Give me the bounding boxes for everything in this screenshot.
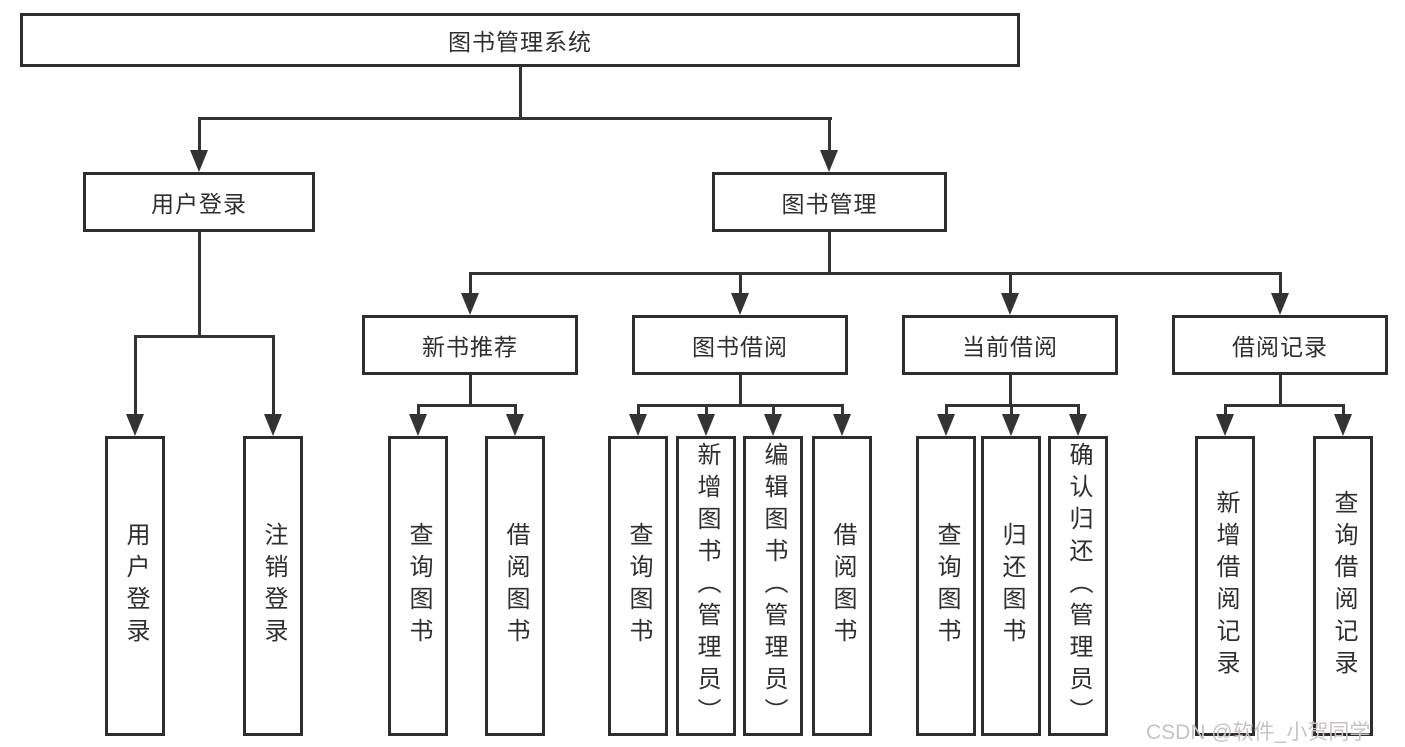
leaf-query-books-recommend-label: 查询图书 (405, 522, 432, 650)
connector-arrow-shaft-new-book-rec (469, 272, 472, 294)
connector-user-login-stub (198, 232, 201, 338)
leaf-user-login: 用户登录 (105, 436, 165, 736)
connector-arrow-shaft-query2 (637, 404, 640, 415)
arrowhead-book-mgmt (820, 150, 838, 172)
leaf-user-login-label: 用户登录 (122, 522, 149, 650)
connector-root-stub (519, 67, 522, 118)
arrowhead-current-borrow (1001, 293, 1019, 315)
connector-arrow-shaft-query-record (1342, 404, 1345, 415)
leaf-add-book-admin-label: 新增图书（管理员） (693, 442, 720, 730)
node-book-management-label: 图书管理 (781, 191, 878, 217)
connector-arrow-shaft-add-book (705, 404, 708, 415)
leaf-confirm-return-admin-label: 确认归还（管理员） (1065, 442, 1092, 730)
connector-arrow-shaft-leaf-logout (272, 335, 275, 415)
connector-arrow-shaft-user-login (198, 117, 201, 151)
node-borrow-records-label: 借阅记录 (1232, 334, 1328, 360)
leaf-borrow-books-recommend-label: 借阅图书 (502, 522, 529, 650)
connector-arrow-shaft-book-mgmt (828, 117, 831, 151)
csdn-watermark: CSDN @软件_小贺同学 (1146, 721, 1371, 744)
leaf-confirm-return-admin: 确认归还（管理员） (1048, 436, 1108, 736)
arrowhead-leaf-logout (264, 414, 282, 436)
connector-arrow-shaft-add-record (1224, 404, 1227, 415)
node-root-label: 图书管理系统 (448, 29, 592, 55)
arrowhead-user-login (190, 150, 208, 172)
connector-new-book-rec-stub (469, 375, 472, 407)
connector-book-mgmt-branch (469, 272, 1282, 275)
leaf-borrow-books-borrow-label: 借阅图书 (829, 522, 856, 650)
leaf-query-books-recommend: 查询图书 (388, 436, 448, 736)
leaf-query-books-borrow-label: 查询图书 (625, 522, 652, 650)
arrowhead-return-book (1002, 414, 1020, 436)
leaf-borrow-books-borrow: 借阅图书 (812, 436, 872, 736)
leaf-return-book-label: 归还图书 (998, 522, 1025, 650)
leaf-return-book: 归还图书 (981, 436, 1041, 736)
arrowhead-add-book (697, 414, 715, 436)
leaf-query-borrow-record-label: 查询借阅记录 (1330, 490, 1357, 682)
leaf-logout: 注销登录 (243, 436, 303, 736)
node-current-borrow-label: 当前借阅 (962, 334, 1058, 360)
leaf-edit-book-admin: 编辑图书（管理员） (743, 436, 803, 736)
arrowhead-borrow-records (1271, 293, 1289, 315)
leaf-add-borrow-record: 新增借阅记录 (1195, 436, 1255, 736)
node-book-borrow: 图书借阅 (632, 315, 848, 375)
node-book-management: 图书管理 (712, 172, 947, 232)
leaf-edit-book-admin-label: 编辑图书（管理员） (760, 442, 787, 730)
arrowhead-borrow2 (833, 414, 851, 436)
leaf-add-book-admin: 新增图书（管理员） (676, 436, 736, 736)
arrowhead-edit-book (764, 414, 782, 436)
connector-book-borrow-stub (739, 375, 742, 407)
arrowhead-query3 (937, 414, 955, 436)
leaf-query-books-current-label: 查询图书 (933, 522, 960, 650)
connector-root-branch (198, 117, 832, 120)
connector-book-borrow-branch (637, 404, 844, 407)
arrowhead-query-record (1334, 414, 1352, 436)
connector-arrow-shaft-confirm-return (1077, 404, 1080, 415)
connector-arrow-shaft-borrow1 (514, 404, 517, 415)
leaf-logout-label: 注销登录 (260, 522, 287, 650)
node-user-login-label: 用户登录 (151, 191, 247, 217)
leaf-add-borrow-record-label: 新增借阅记录 (1212, 490, 1239, 682)
connector-arrow-shaft-return-book (1010, 404, 1013, 415)
connector-arrow-shaft-edit-book (772, 404, 775, 415)
arrowhead-borrow1 (506, 414, 524, 436)
leaf-borrow-books-recommend: 借阅图书 (485, 436, 545, 736)
arrowhead-leaf-user-login (126, 414, 144, 436)
node-new-book-recommend-label: 新书推荐 (422, 334, 518, 360)
arrowhead-confirm-return (1069, 414, 1087, 436)
node-borrow-records: 借阅记录 (1172, 315, 1388, 375)
arrowhead-book-borrow (731, 293, 749, 315)
connector-current-borrow-stub (1009, 375, 1012, 407)
arrowhead-query2 (629, 414, 647, 436)
connector-book-mgmt-stub (828, 232, 831, 275)
connector-arrow-shaft-current-borrow (1009, 272, 1012, 294)
leaf-query-borrow-record: 查询借阅记录 (1313, 436, 1373, 736)
leaf-query-books-borrow: 查询图书 (608, 436, 668, 736)
connector-arrow-shaft-leaf-user-login (134, 335, 137, 415)
connector-arrow-shaft-borrow-records (1279, 272, 1282, 294)
connector-borrow-records-branch (1224, 404, 1345, 407)
node-user-login: 用户登录 (83, 172, 315, 232)
arrowhead-query1 (409, 414, 427, 436)
node-current-borrow: 当前借阅 (902, 315, 1118, 375)
connector-user-login-branch (134, 335, 275, 338)
arrowhead-new-book-rec (461, 293, 479, 315)
connector-borrow-records-stub (1279, 375, 1282, 407)
connector-arrow-shaft-book-borrow (739, 272, 742, 294)
node-new-book-recommend: 新书推荐 (362, 315, 578, 375)
connector-arrow-shaft-query1 (417, 404, 420, 415)
connector-arrow-shaft-borrow2 (841, 404, 844, 415)
connector-new-book-rec-branch (417, 404, 517, 407)
connector-arrow-shaft-query3 (945, 404, 948, 415)
arrowhead-add-record (1216, 414, 1234, 436)
node-root: 图书管理系统 (20, 13, 1020, 67)
node-book-borrow-label: 图书借阅 (692, 334, 788, 360)
leaf-query-books-current: 查询图书 (916, 436, 976, 736)
